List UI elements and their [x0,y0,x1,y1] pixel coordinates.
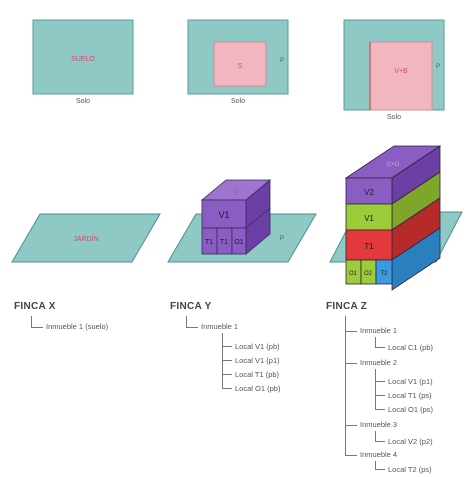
plane-x-label: JARDÍN [73,234,98,243]
block-z-v1: V1 [364,214,374,223]
plane-x: JARDÍN [11,213,161,263]
block-z-t2: T2 [380,271,388,277]
finca-z-inmueble-4: Inmueble 4 [360,450,398,459]
finca-z-inmueble-1: Inmueble 1 [360,326,398,335]
plan-3-side-label: P [436,64,440,70]
block-y: C V1 T1 T1 O1 P [200,179,284,255]
finca-x-item-1: Inmueble 1 (suelo) [46,322,109,331]
finca-z-local-o1: Local O1 (ps) [388,405,434,414]
finca-z-local-t1: Local T1 (ps) [388,391,432,400]
block-y-side-label: P [280,236,284,242]
finca-z-inmueble-2: Inmueble 2 [360,358,398,367]
plan-3-caption: Solo [386,114,401,121]
plan-view-3: V+B P [343,19,445,111]
finca-z-inmueble-3: Inmueble 3 [360,420,398,429]
block-y-v1: V1 [218,210,229,220]
finca-z-local-t2: Local T2 (ps) [388,465,432,474]
finca-z-local-v2: Local V2 (p2) [388,437,433,446]
plan-2-caption: Solo [230,98,245,105]
finca-y-inmueble-1: Inmueble 1 [201,322,239,331]
plan-1-label: SUELO [71,56,95,63]
plan-2-label: S [238,63,243,70]
plan-1-caption: Solo [75,98,90,105]
block-z-o2: O2 [364,271,373,277]
finca-y-local-1: Local V1 (pb) [235,342,280,351]
finca-y-local-4: Local O1 (pb) [235,384,281,393]
plan-3-label: V+B [394,68,408,75]
block-z: C+O V2 V1 T1 O1 O2 T2 [330,145,442,291]
finca-z-title: FINCA Z [326,301,368,312]
plan-2-side-label: P [280,58,284,64]
finca-z-local-c1: Local C1 (pb) [388,343,434,352]
block-y-top-label: C [234,189,239,195]
block-z-top-label: C+O [387,162,400,168]
finca-y-local-3: Local T1 (pb) [235,370,280,379]
block-y-t1b: T1 [220,239,228,246]
plan-view-2: S P [187,19,289,95]
finca-y-local-2: Local V1 (p1) [235,356,280,365]
finca-y-title: FINCA Y [170,301,212,312]
plan-view-1: SUELO [32,19,134,95]
finca-z-local-v1: Local V1 (p1) [388,377,433,386]
block-y-o1: O1 [234,239,243,246]
block-z-o1: O1 [349,271,358,277]
block-y-t1: T1 [205,239,213,246]
block-z-t1: T1 [364,242,374,251]
finca-x-title: FINCA X [14,301,56,312]
block-z-v2: V2 [364,188,374,197]
